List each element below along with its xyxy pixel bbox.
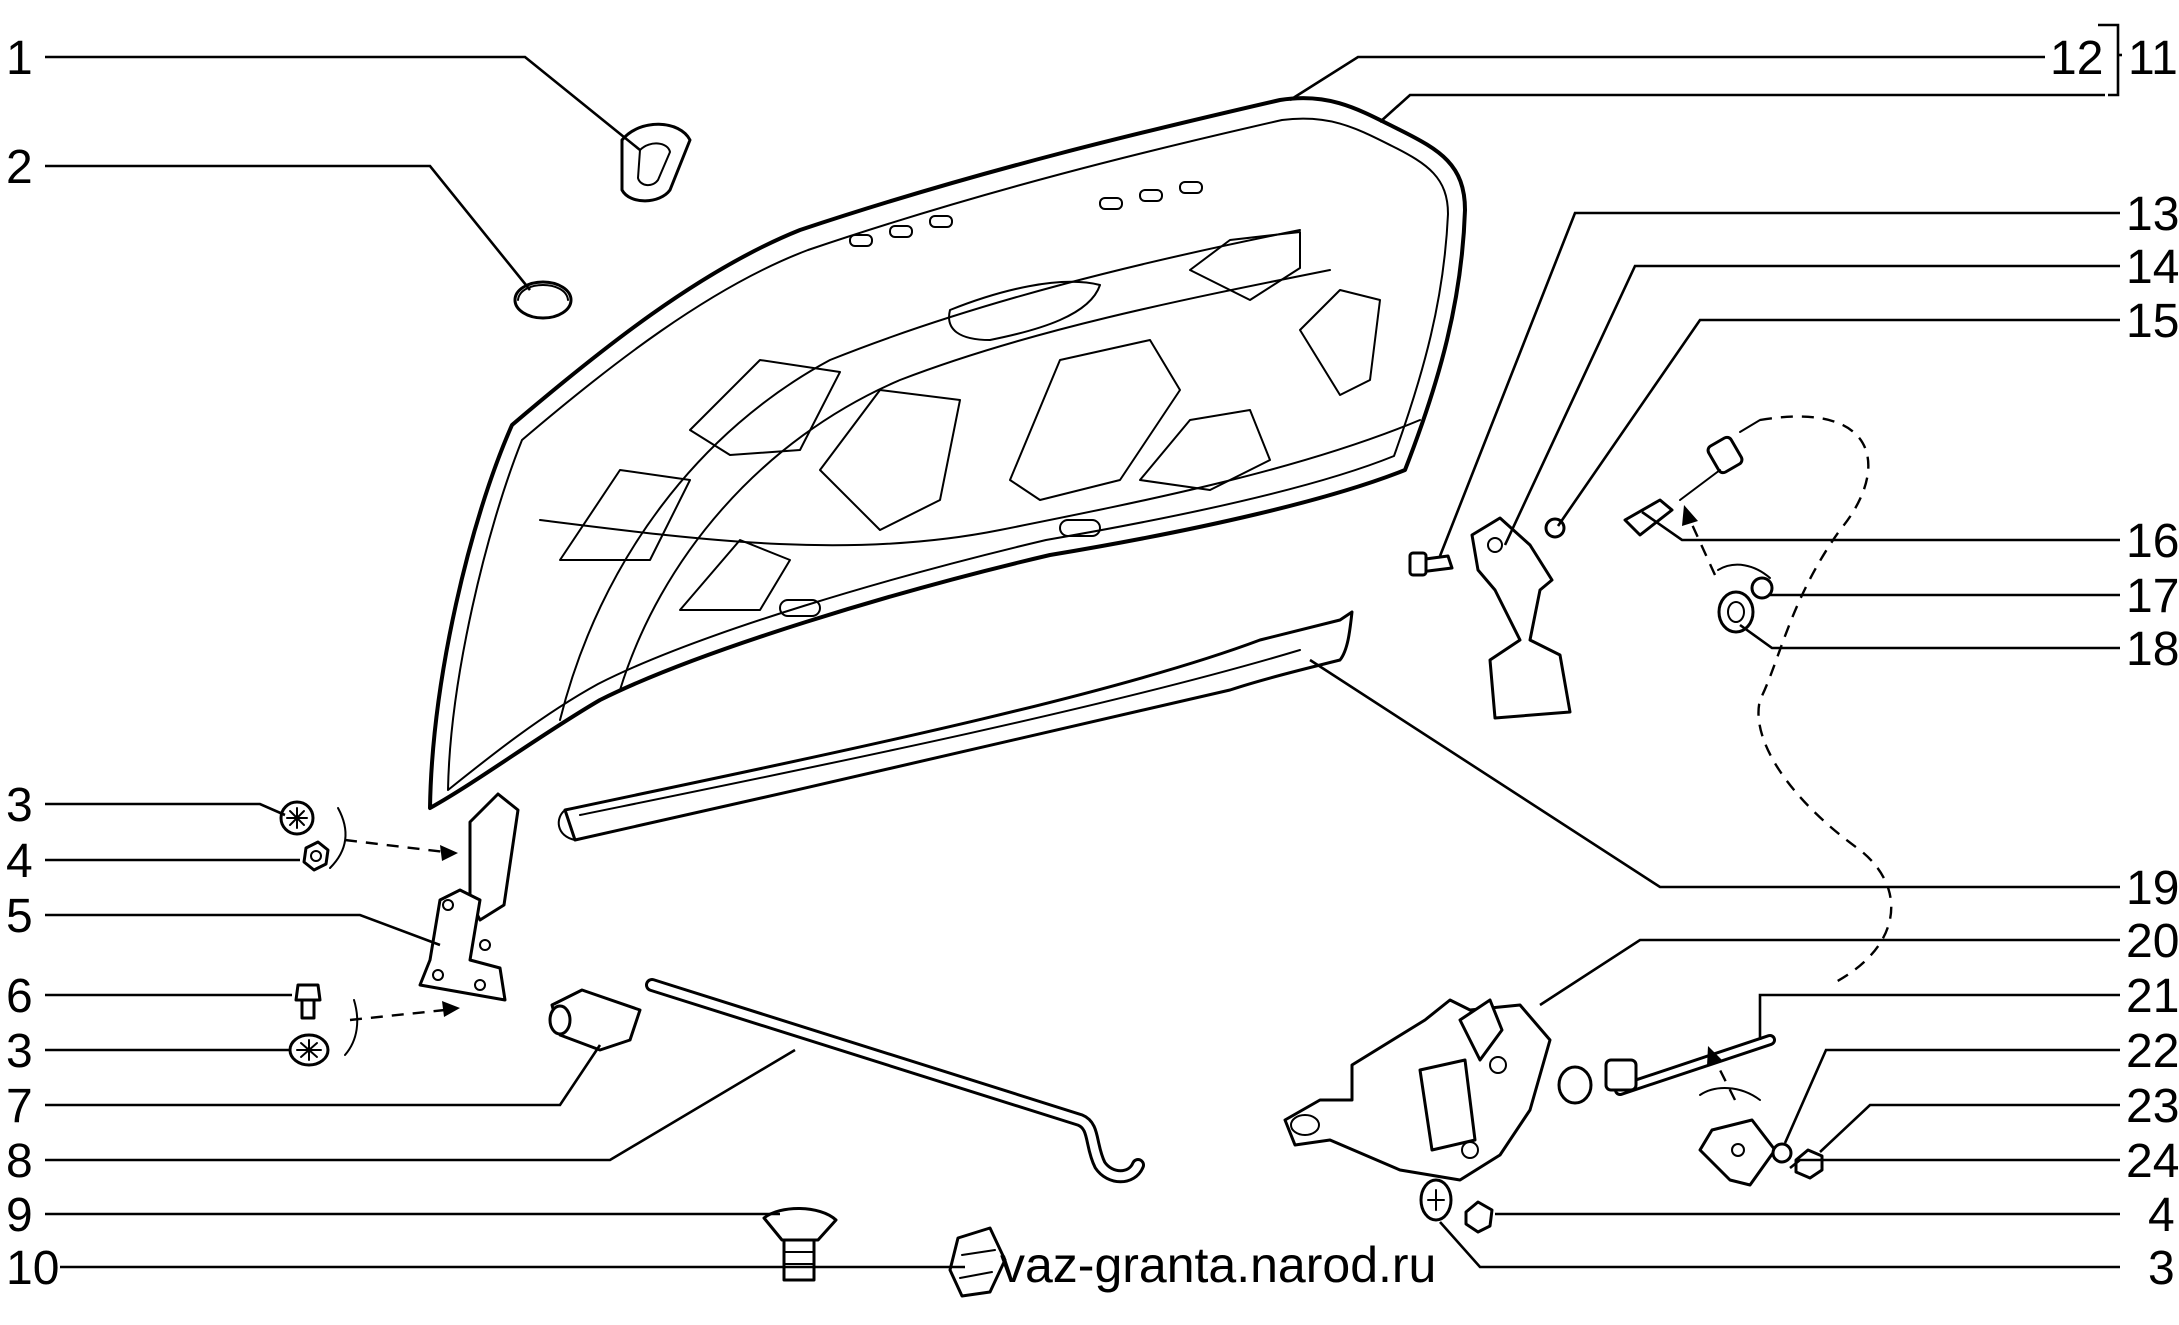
callout-3-second: 3 <box>6 1025 33 1078</box>
callout-21: 21 <box>2126 970 2179 1023</box>
callout-14: 14 <box>2126 241 2179 294</box>
part-21-bushing <box>1557 1058 1638 1105</box>
part-17-18-grommet <box>1717 576 1774 634</box>
callout-23: 23 <box>2126 1080 2179 1133</box>
leader-lines <box>45 23 2122 1269</box>
callout-2: 2 <box>6 141 33 194</box>
release-cable <box>1614 415 1893 1096</box>
callout-8: 8 <box>6 1135 33 1188</box>
assembly-arrows <box>329 505 1771 1101</box>
part-3-washer-b <box>288 1033 330 1067</box>
part-6-bolt <box>294 983 322 1020</box>
part-22-24-bracket <box>1698 1118 1824 1187</box>
callout-18: 18 <box>2126 623 2179 676</box>
callout-4-second: 4 <box>2148 1189 2175 1242</box>
part-20-hood-lock <box>1283 998 1552 1182</box>
callout-7: 7 <box>6 1080 33 1133</box>
hood-seal <box>557 610 1354 842</box>
callout-11: 11 <box>2128 32 2178 85</box>
part-5-hood-hinge <box>418 792 520 1002</box>
part-7-rod-holder <box>548 988 642 1052</box>
callout-numbers: 1 2 3 4 5 6 3 7 8 9 10 12 11 13 14 15 16… <box>6 32 2179 1295</box>
callout-4: 4 <box>6 835 33 888</box>
part-13-14-safety-hook <box>1408 516 1572 720</box>
watermark-text: vaz-granta.narod.ru <box>1000 1237 1436 1293</box>
callout-19: 19 <box>2126 862 2179 915</box>
hood-panel <box>428 96 1467 810</box>
callout-20: 20 <box>2126 915 2179 968</box>
callout-5: 5 <box>6 890 33 943</box>
callout-22: 22 <box>2126 1025 2179 1078</box>
callout-3: 3 <box>6 779 33 832</box>
hood-prop-rod <box>645 978 1145 1184</box>
callout-24: 24 <box>2126 1135 2179 1188</box>
part-2-bump-stop <box>513 280 573 320</box>
callout-10: 10 <box>6 1242 59 1295</box>
part-3-washer-a <box>279 800 315 836</box>
callout-15: 15 <box>2126 295 2179 348</box>
part-4-nut-a <box>302 840 330 872</box>
callout-12: 12 <box>2050 32 2103 85</box>
part-1-grommet <box>620 122 692 203</box>
callout-1: 1 <box>6 32 33 85</box>
callout-16: 16 <box>2126 515 2179 568</box>
part-10-clip <box>948 1226 1007 1298</box>
callout-6: 6 <box>6 970 33 1023</box>
part-9-push-clip <box>762 1207 838 1282</box>
part-3-4-washer-nut-c <box>1419 1178 1494 1234</box>
callout-3-third: 3 <box>2148 1242 2175 1295</box>
callout-13: 13 <box>2126 188 2179 241</box>
callout-9: 9 <box>6 1189 33 1242</box>
callout-17: 17 <box>2126 570 2179 623</box>
